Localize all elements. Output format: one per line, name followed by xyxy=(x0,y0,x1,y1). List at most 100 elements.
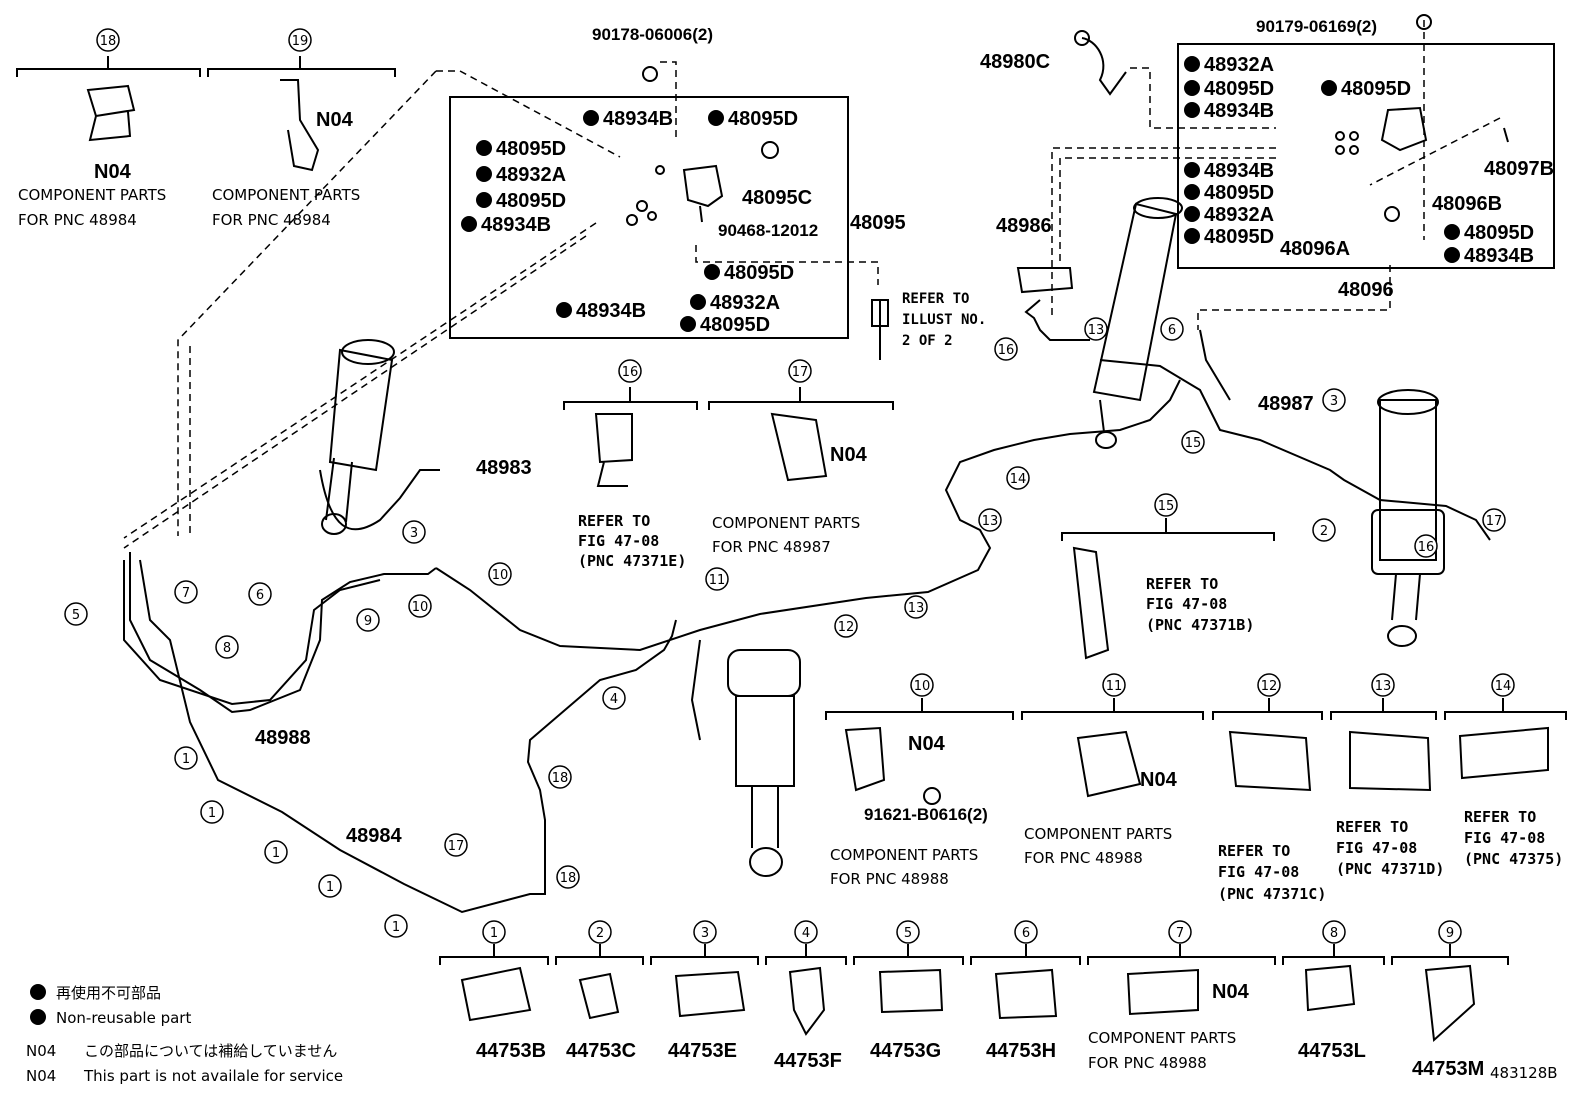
callout-circle xyxy=(264,840,288,864)
inset-bracket-8 xyxy=(1282,956,1385,965)
inset-number: 10 xyxy=(914,679,931,694)
strut-right-top xyxy=(1092,197,1183,449)
inset-caption: (PNC 47371C) xyxy=(1218,885,1326,903)
inset-caption: REFER TO xyxy=(1336,818,1408,836)
inset-number-circle xyxy=(1154,493,1178,517)
inset-bracket-5 xyxy=(853,956,964,965)
callout-circle xyxy=(602,686,626,710)
callout-circle xyxy=(408,594,432,618)
callout-number: 16 xyxy=(1418,540,1435,555)
inset-number: 16 xyxy=(622,365,639,380)
clamp-part: 44753L xyxy=(1298,1040,1366,1062)
callout-number: 10 xyxy=(492,568,509,583)
bullet-icon xyxy=(476,166,492,182)
clamp-number: 7 xyxy=(1176,926,1184,941)
callout-circle xyxy=(1160,317,1184,341)
inset-caption: REFER TO xyxy=(1464,808,1536,826)
label-48096: 48096 xyxy=(1338,279,1394,301)
clamp-number-circle xyxy=(482,920,506,944)
inset-caption: FIG 47-08 xyxy=(1146,595,1227,613)
callout-circle xyxy=(384,914,408,938)
callout-number: 3 xyxy=(1330,394,1338,409)
inset-caption: FOR PNC 48988 xyxy=(1024,849,1143,867)
callout-number: 15 xyxy=(1185,436,1202,451)
callout-number: 17 xyxy=(1486,514,1503,529)
callout-number: 9 xyxy=(364,614,372,629)
bullet-icon xyxy=(1184,162,1200,178)
inset-bracket-6 xyxy=(970,956,1081,965)
bullet-icon xyxy=(704,264,720,280)
inset-number: 11 xyxy=(1106,679,1123,694)
diagram-id: 483128B xyxy=(1490,1064,1558,1082)
callout-circle xyxy=(1482,508,1506,532)
dashed-leaders xyxy=(123,20,1501,549)
kit-left-label: 48095D xyxy=(496,190,566,212)
clamp-part: 44753C xyxy=(566,1040,636,1062)
inset-caption: COMPONENT PARTS xyxy=(1024,825,1172,843)
legend-tag: N04 xyxy=(26,1067,56,1085)
inset-caption: FIG 47-08 xyxy=(1464,829,1545,847)
callout-circle xyxy=(488,562,512,586)
callout-number: 5 xyxy=(72,608,80,623)
inset-bracket-17 xyxy=(708,401,894,410)
clamp-number-circle xyxy=(794,920,818,944)
kit-left-label: 48095D xyxy=(496,138,566,160)
valve-kit-box-right xyxy=(1177,43,1555,269)
callout-circle xyxy=(200,800,224,824)
inset-bracket-7 xyxy=(1087,956,1276,965)
callout-circle xyxy=(548,765,572,789)
callout-number: 11 xyxy=(709,573,726,588)
kit-right-label: 48095D xyxy=(1341,78,1411,100)
clamp-number-circle xyxy=(1438,920,1462,944)
clamp-number-circle xyxy=(1322,920,1346,944)
inset-number: 13 xyxy=(1375,679,1392,694)
inset-bracket-9 xyxy=(1391,956,1509,965)
inset-caption: FIG 47-08 xyxy=(578,532,659,550)
callout-number: 1 xyxy=(182,752,190,767)
callout-circle xyxy=(705,567,729,591)
label-90179: 90179-06169(2) xyxy=(1256,17,1377,36)
kit-right-label: 48934B xyxy=(1204,100,1274,122)
callout-number: 12 xyxy=(838,620,855,635)
inset-number: 17 xyxy=(792,365,809,380)
clamp-number: 4 xyxy=(802,926,810,941)
callout-number: 18 xyxy=(560,871,577,886)
inset-bracket-11 xyxy=(1021,711,1204,720)
inset-caption: COMPONENT PARTS xyxy=(712,514,860,532)
label-48983: 48983 xyxy=(476,457,532,479)
callout-circle xyxy=(215,635,239,659)
bullet-icon xyxy=(1184,228,1200,244)
inset-caption: FOR PNC 48988 xyxy=(830,870,949,888)
inset-caption: (PNC 47375) xyxy=(1464,850,1563,868)
callout-number: 2 xyxy=(1320,524,1328,539)
callout-circle xyxy=(356,608,380,632)
inset-bracket-1 xyxy=(439,956,549,965)
valve-48096-right xyxy=(1335,14,1509,222)
inset-number-circle xyxy=(96,28,120,52)
callout-number: 1 xyxy=(272,846,280,861)
label-90178: 90178-06006(2) xyxy=(592,25,713,44)
inset-number-circle xyxy=(788,359,812,383)
kit-right-label: 48934B xyxy=(1464,245,1534,267)
bullet-icon xyxy=(1444,224,1460,240)
n04-tag: N04 xyxy=(316,109,354,131)
n04-tag: N04 xyxy=(1212,981,1250,1003)
clamp-number: 8 xyxy=(1330,926,1338,941)
inset-bracket-18 xyxy=(16,68,201,77)
kit-right-label: 48095D xyxy=(1204,78,1274,100)
callout-circle xyxy=(1312,518,1336,542)
inset-number-circle xyxy=(1491,673,1515,697)
inset-bracket-19 xyxy=(207,68,396,77)
bullet-icon xyxy=(583,110,599,126)
inset-bracket-10 xyxy=(825,711,1014,720)
label-48984: 48984 xyxy=(346,825,402,847)
kit-left-label: 48934B xyxy=(481,214,551,236)
callout-circle xyxy=(556,865,580,889)
inset-caption: (PNC 47371D) xyxy=(1336,860,1444,878)
clamp-caption: COMPONENT PARTS xyxy=(1088,1029,1236,1047)
inset-bracket-4 xyxy=(765,956,847,965)
inset-caption: COMPONENT PARTS xyxy=(18,186,166,204)
callout-number: 13 xyxy=(1088,323,1105,338)
sensor-48980c xyxy=(1081,37,1127,96)
